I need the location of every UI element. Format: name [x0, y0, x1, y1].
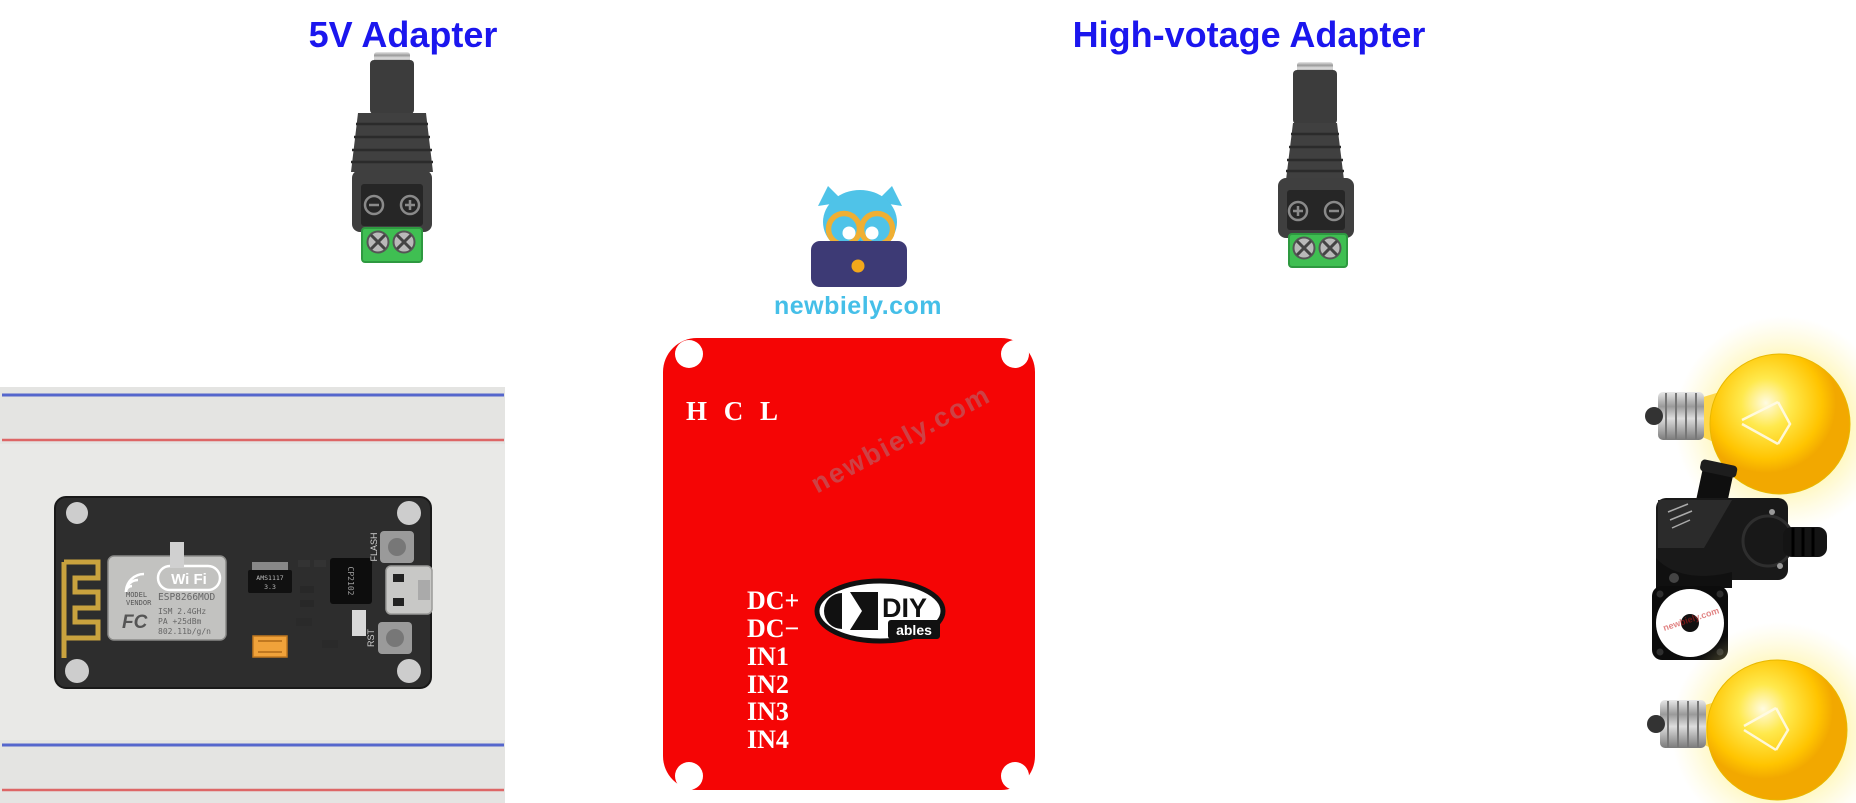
cooling-fan-icon: newbiely.com: [1652, 586, 1728, 660]
mounting-hole-icon: [675, 762, 703, 790]
reset-button-cap: [386, 629, 404, 647]
jack-taper: [351, 113, 433, 172]
diyables-top-label: DIY: [882, 593, 927, 623]
spec-line3: 802.11b/g/n: [158, 627, 211, 636]
relay-pin-label: DC−: [747, 614, 799, 643]
relay-pcb: [663, 338, 1035, 790]
relay-pin-label: IN4: [747, 725, 789, 754]
jack-base-panel: [361, 184, 423, 226]
terminal-screws: [1292, 236, 1342, 260]
water-pump-icon: [1656, 459, 1827, 588]
jack-ribs: [351, 122, 433, 164]
usb-detail: [393, 598, 404, 606]
title-highvoltage-adapter: High-votage Adapter: [1073, 14, 1426, 55]
usb-detail: [418, 580, 430, 600]
mounting-hole-icon: [1001, 340, 1029, 368]
mounting-hole-icon: [675, 340, 703, 368]
relay-pin-label: IN2: [747, 670, 789, 699]
flash-button-label: FLASH: [369, 532, 379, 561]
mounting-hole-icon: [1001, 762, 1029, 790]
light-bulb-2-icon: [1647, 622, 1856, 803]
spec-line2: PA +25dBm: [158, 617, 202, 626]
pcb-antenna-icon: [61, 559, 101, 658]
voltage-regulator: [248, 570, 292, 593]
usb-detail: [393, 574, 404, 582]
relay-pin-label: DC+: [747, 586, 799, 615]
laptop-icon: [811, 241, 907, 287]
loads: newbiely.com: [1645, 316, 1856, 803]
mounting-hole-icon: [397, 501, 421, 525]
mounting-hole-icon: [397, 659, 421, 683]
diyables-bottom-label: ables: [896, 622, 932, 638]
polarity-marks: [1287, 200, 1345, 222]
regulator-label2: 3.3: [264, 583, 276, 591]
terminal-screws: [366, 230, 416, 254]
newbiely-site-label: newbiely.com: [774, 292, 942, 320]
newbiely-logo: newbiely.com: [774, 186, 942, 320]
polarity-marks: [363, 194, 421, 216]
dc-jack-high-voltage: [1278, 62, 1354, 268]
mounting-hole-icon: [66, 502, 88, 524]
jack-taper: [1286, 123, 1344, 180]
chip-name-label: ESP8266MOD: [158, 592, 215, 603]
owl-icon: [818, 186, 902, 254]
esp12-shield: [107, 555, 227, 641]
dc-jack-5v: [351, 52, 433, 263]
jack-barrel: [1293, 70, 1337, 124]
wifi-badge-label: Wi Fi: [171, 571, 207, 588]
mode-jumper-header: H C L: [686, 396, 783, 426]
relay-module: H C L newbiely.com DIY ables DC+ DC− IN1…: [663, 338, 1035, 790]
usb-uart-chip: [330, 558, 372, 604]
wifi-arcs-icon: [124, 572, 145, 593]
esp8266-nodemcu-board: Wi Fi MODEL VENDOR ESP8266MOD FC ISM 2.4…: [54, 496, 433, 689]
usb-chip-label: CP2102: [346, 567, 355, 596]
title-5v-adapter: 5V Adapter: [309, 14, 498, 55]
flash-button-cap: [388, 538, 406, 556]
relay-pin-label: IN3: [747, 697, 789, 726]
regulator-tab: [252, 562, 288, 572]
smd-components: [170, 542, 366, 658]
relay-pin-label: IN1: [747, 642, 789, 671]
model-label: MODEL: [126, 591, 147, 599]
regulator-label1: AMS1117: [256, 574, 283, 582]
jack-ribs: [1286, 132, 1344, 173]
mounting-hole-icon: [65, 659, 89, 683]
fcc-mark: FC: [122, 612, 148, 633]
wifi-badge-outline: [156, 564, 222, 592]
diyables-logo-icon: DIY ables: [814, 578, 946, 644]
reset-button-label: RST: [366, 628, 376, 647]
jack-barrel: [370, 60, 414, 114]
vendor-label: VENDOR: [126, 599, 152, 607]
spec-line1: ISM 2.4GHz: [158, 607, 206, 616]
